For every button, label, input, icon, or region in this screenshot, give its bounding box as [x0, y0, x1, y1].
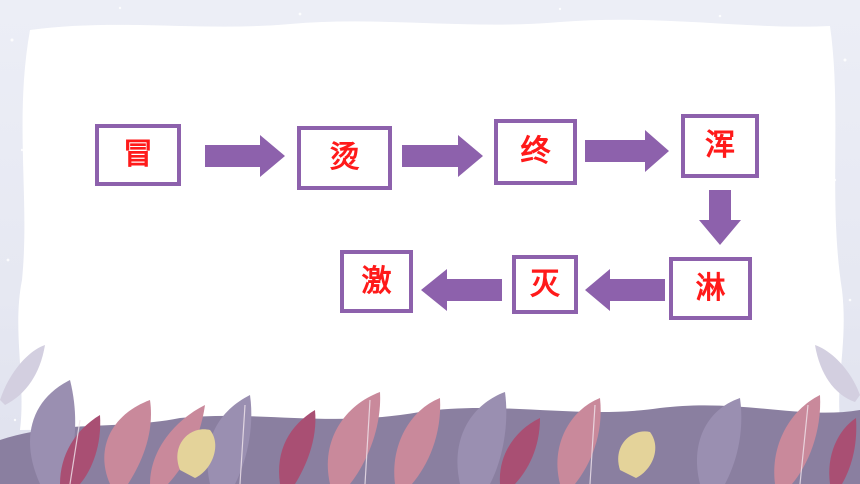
arrow-left-2: [421, 269, 502, 311]
arrow-right-3: [585, 130, 669, 172]
char-box-6: 灭: [512, 255, 578, 314]
char-2: 烫: [329, 140, 360, 175]
char-box-3: 终: [494, 119, 577, 185]
arrow-right-1: [205, 135, 285, 177]
char-box-7: 激: [340, 250, 413, 313]
char-6: 灭: [530, 266, 560, 302]
char-5: 淋: [695, 270, 726, 306]
char-3: 终: [520, 134, 551, 169]
char-box-1: 冒: [95, 124, 181, 186]
char-box-2: 烫: [297, 126, 392, 190]
arrow-down-1: [699, 190, 741, 245]
char-1: 冒: [123, 137, 153, 172]
char-4: 浑: [705, 128, 735, 163]
arrow-left-1: [585, 269, 665, 311]
char-7: 激: [361, 263, 392, 299]
char-box-4: 浑: [681, 114, 759, 178]
char-box-5: 淋: [669, 257, 752, 320]
arrow-right-2: [402, 135, 483, 177]
